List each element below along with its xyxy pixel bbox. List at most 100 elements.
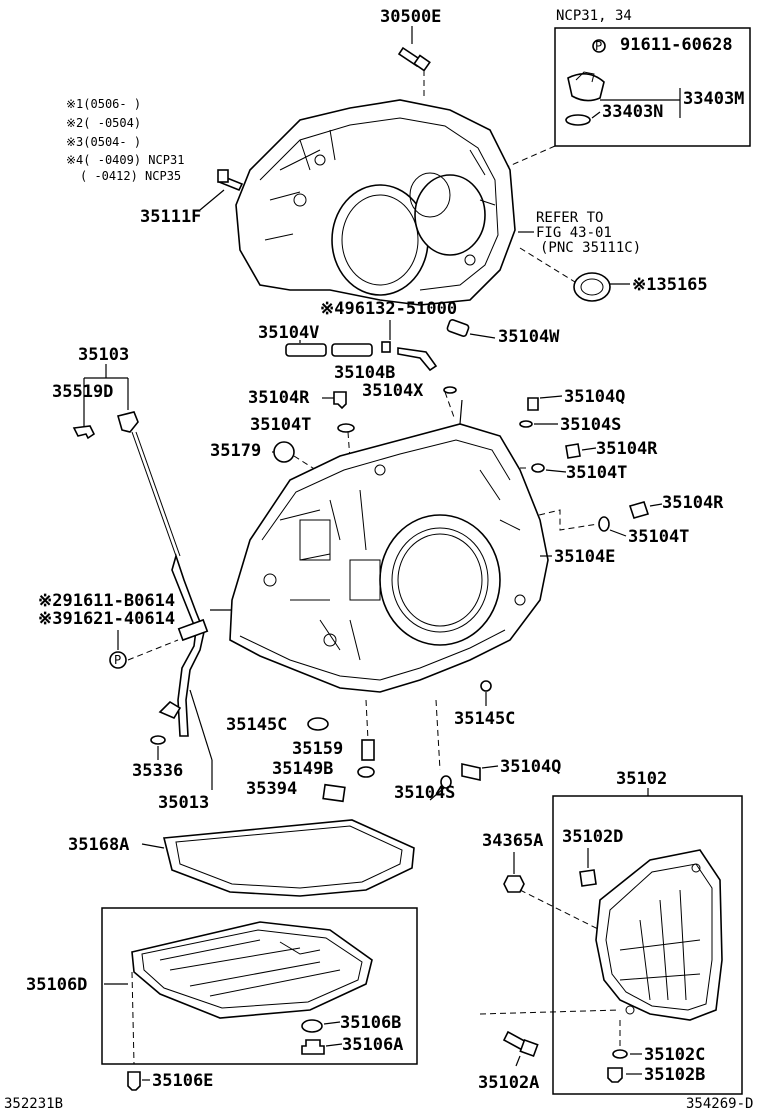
part-35102C: 35102C — [644, 1045, 705, 1065]
part-35104B: 35104B — [334, 363, 395, 383]
part-91621-40614: ※391621-40614 — [38, 609, 175, 629]
plug-35179-icon — [273, 441, 295, 463]
part-33403M: 33403M — [683, 89, 744, 109]
part-35104Q-top: 35104Q — [564, 387, 625, 407]
part-35104S-top: 35104S — [560, 415, 621, 435]
part-35104Q-bottom: 35104Q — [500, 757, 561, 777]
part-35145C-left: 35145C — [226, 715, 287, 735]
pipe-35104V-a — [285, 343, 327, 357]
part-33403N: 33403N — [602, 102, 663, 122]
pin-35159-icon — [361, 739, 375, 761]
drain-plug-35106A-icon — [301, 1039, 325, 1055]
part-35179: 35179 — [210, 441, 261, 461]
bolt-35104R-c-icon — [628, 501, 650, 519]
oring-35336-icon — [150, 735, 166, 745]
note-3: ※3(0504- ) — [66, 135, 141, 149]
part-35104T-mid: 35104T — [566, 463, 627, 483]
part-35104E: 35104E — [554, 547, 615, 567]
oil-pan-box — [101, 907, 418, 1065]
pipe-35104B — [397, 347, 438, 372]
cap-34365A-icon — [503, 875, 525, 893]
housing-bore-right — [414, 174, 486, 256]
pipe-35104V-b — [331, 343, 373, 357]
dipstick-handle-icon — [117, 411, 139, 433]
part-35104T-left: 35104T — [250, 415, 311, 435]
side-cover-box — [552, 795, 743, 1095]
bolt-p-icon-letter: P — [595, 39, 602, 53]
part-35106D: 35106D — [26, 975, 87, 995]
part-35102D: 35102D — [562, 827, 623, 847]
bolt-35104Q-icon — [527, 397, 539, 411]
refer-text-3: (PNC 35111C) — [540, 240, 641, 256]
refer-text-2: FIG 43-01 — [536, 225, 612, 241]
oring-35104S-icon — [519, 420, 533, 428]
bolt-p-icon-2 — [109, 651, 127, 669]
dipstick-rod — [131, 431, 177, 557]
housing-bore-left — [331, 184, 429, 296]
part-35106E: 35106E — [152, 1071, 213, 1091]
note-4b: ( -0412) NCP35 — [80, 169, 181, 183]
part-35111F: 35111F — [140, 207, 201, 227]
part-35102B: 35102B — [644, 1065, 705, 1085]
part-96132-51000: ※496132-51000 — [320, 299, 457, 319]
pipe-35104W — [446, 318, 470, 338]
part-34365A: 34365A — [482, 831, 543, 851]
note-1: ※1(0506- ) — [66, 97, 141, 111]
bolt-p-icon — [592, 39, 606, 53]
oring-35104S-b-icon — [440, 775, 452, 789]
side-cover — [595, 849, 723, 1021]
part-35106A: 35106A — [342, 1035, 403, 1055]
part-35394: 35394 — [246, 779, 297, 799]
part-35149B: 35149B — [272, 759, 333, 779]
bolt-35102B-icon — [607, 1067, 623, 1083]
part-30500E: 30500E — [380, 7, 441, 27]
part-91611-B0614: ※291611-B0614 — [38, 591, 175, 611]
footer-code-left: 352231B — [4, 1096, 63, 1112]
o-ring-icon — [565, 114, 591, 126]
part-35168A: 35168A — [68, 835, 129, 855]
bolt-35106E-icon — [127, 1071, 141, 1091]
part-35519D: 35519D — [52, 382, 113, 402]
part-35106B: 35106B — [340, 1013, 401, 1033]
part-35104R-mid: 35104R — [596, 439, 658, 459]
oring-35102C-icon — [612, 1049, 628, 1059]
part-35103: 35103 — [78, 345, 129, 365]
bolt-35104R-b-icon — [565, 443, 581, 459]
oring-35104T-a-icon — [337, 423, 355, 433]
oil-filler-cap-icon — [567, 73, 605, 102]
part-35104T-low: 35104T — [628, 527, 689, 547]
note-2: ※2( -0504) — [66, 116, 141, 130]
part-35104W: 35104W — [498, 327, 560, 347]
oil-seal-icon — [573, 272, 611, 302]
note-4a: ※4( -0409) NCP31 — [66, 153, 184, 167]
plug-35145C-a-icon — [307, 717, 329, 731]
part-35104X: 35104X — [362, 381, 424, 401]
plate-35394-icon — [322, 783, 346, 803]
svg-text:P: P — [114, 653, 121, 667]
part-35104R-low: 35104R — [662, 493, 724, 513]
part-35159: 35159 — [292, 739, 343, 759]
oil-pan-gasket — [162, 819, 415, 897]
footer-code-right: 354269-D — [686, 1096, 753, 1112]
oring-35104X-icon — [443, 386, 457, 394]
part-35104R-left: 35104R — [248, 388, 310, 408]
bolt-35104R-a-icon — [333, 391, 347, 410]
refer-text-1: REFER TO — [536, 210, 603, 226]
model-box-title: NCP31, 34 — [556, 8, 632, 24]
plug-35102D-icon — [579, 869, 597, 887]
part-91611-60628: 91611-60628 — [620, 35, 733, 55]
part-35104S-bottom: 35104S — [394, 783, 455, 803]
part-35102: 35102 — [616, 769, 667, 789]
oil-pan — [131, 921, 373, 1019]
spring-35149B-icon — [357, 766, 375, 778]
gasket-35106B-icon — [301, 1019, 323, 1033]
clip-icon — [72, 425, 96, 440]
oring-35104T-c-icon — [598, 516, 610, 532]
part-35013: 35013 — [158, 793, 209, 813]
plug-35145C-b-icon — [480, 680, 492, 692]
part-35104V: 35104V — [258, 323, 319, 343]
part-35336: 35336 — [132, 761, 183, 781]
oring-35104T-b-icon — [531, 463, 545, 473]
bolt-35104Q-b-icon — [461, 763, 481, 781]
